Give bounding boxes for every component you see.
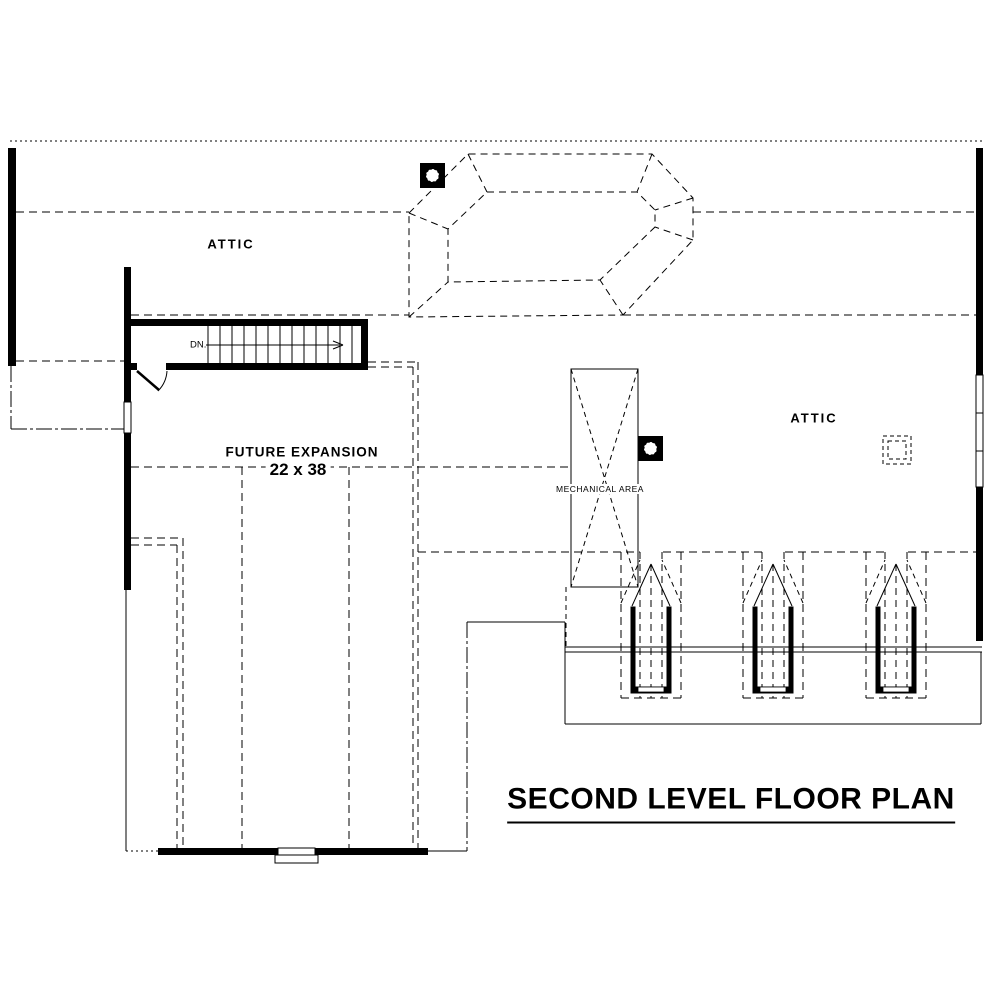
chimney-icon [882,435,912,465]
staircase [131,319,368,392]
attic-vent-icon [419,162,446,189]
dormer-window [865,551,927,699]
down-arrow [206,340,344,350]
door-swing [136,370,168,392]
right-wall-windows [975,374,984,488]
interior-wall [123,267,132,851]
dormer-window [620,551,682,699]
exterior-walls [8,148,983,855]
bottom-window [274,847,319,864]
dormer-window [742,551,804,699]
page-title: SECOND LEVEL FLOOR PLAN [507,783,955,824]
future-expansion-label: FUTURE EXPANSION [225,444,379,460]
ceiling-facet-outline [408,153,694,318]
mechanical-area-label: MECHANICAL AREA [555,484,645,494]
future-expansion-outline [131,361,571,849]
mechanical-area [565,368,639,647]
attic-vent-icon [637,435,664,462]
future-expansion-size-label: 22 x 38 [265,460,331,480]
attic-right-label: ATTIC [790,410,838,426]
stairs-down-label: DN. [190,339,207,351]
left-bumpout-outline [10,366,124,430]
attic-left-label: ATTIC [207,236,255,252]
roof-ridge-lines [10,140,982,553]
